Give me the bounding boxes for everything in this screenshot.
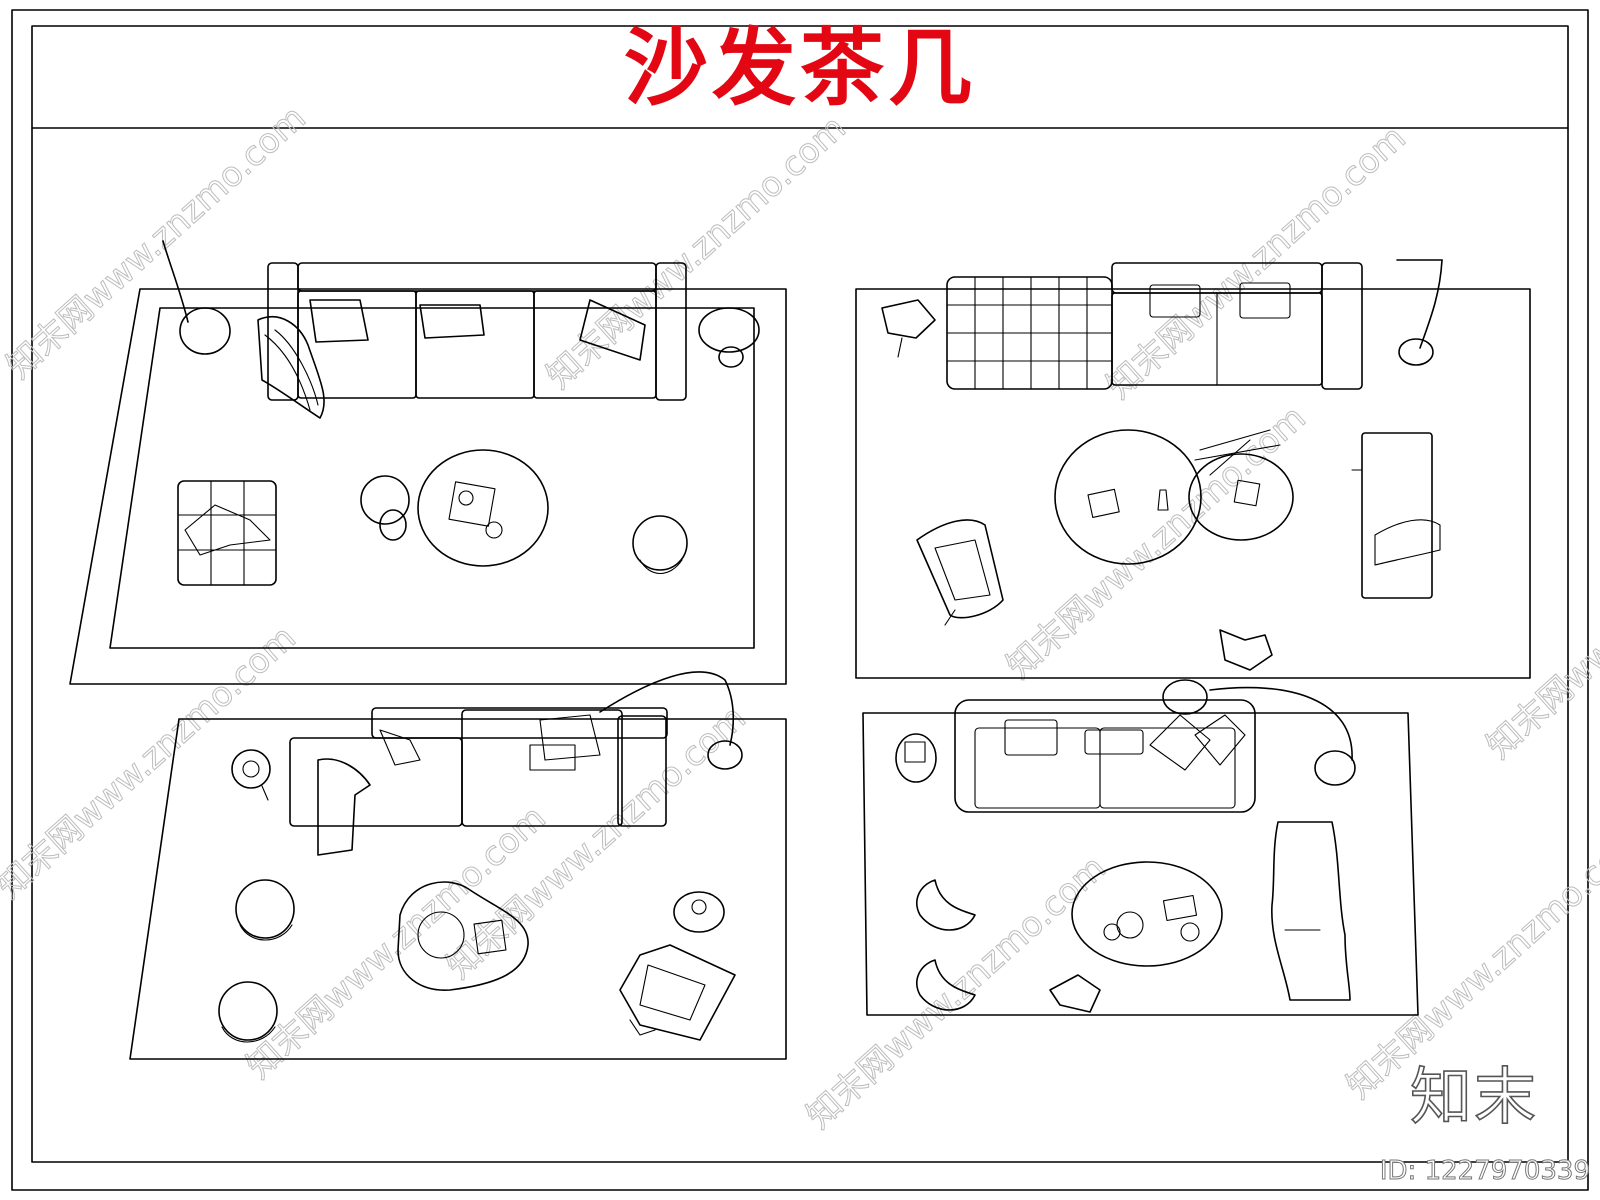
- round-pouf: [632, 515, 688, 571]
- floor-lamp-arm: [599, 671, 735, 746]
- lounge-chair: [916, 959, 976, 1011]
- floor-lamp-base: [1314, 750, 1356, 786]
- tray: [448, 481, 496, 527]
- side-table: [895, 733, 937, 783]
- bench: [1351, 432, 1441, 599]
- watermark-text: 知末网www.znzmo.com: [799, 848, 1113, 1137]
- curved-sofa: [954, 699, 1256, 813]
- lounge-armchair: [916, 519, 1004, 626]
- layout-bottom-left: [129, 671, 787, 1060]
- throw-blanket: [317, 758, 371, 856]
- watermark-text: 知末网www.znzmo.com: [1479, 478, 1600, 767]
- layout-bottom-right: [862, 679, 1419, 1016]
- rug: [862, 712, 1419, 1016]
- rug: [855, 288, 1531, 679]
- layout-top-right: [855, 259, 1531, 679]
- lounge-chair: [916, 879, 976, 931]
- brand-watermark: 知末: [1409, 1059, 1538, 1134]
- floor-lamp-arm: [1209, 686, 1353, 761]
- floor-lamp-shade: [1162, 679, 1208, 715]
- live-edge-table: [1271, 821, 1351, 1001]
- rug: [129, 718, 787, 1060]
- rug-outer: [69, 288, 787, 685]
- three-seat-sofa: [257, 262, 687, 419]
- open-book: [1049, 974, 1101, 1013]
- layout-top-left: [69, 240, 787, 685]
- floor-lamp-base: [707, 740, 743, 770]
- open-book: [1219, 629, 1273, 671]
- floor-lamp-arm: [162, 240, 189, 323]
- floor-lamp-base: [1398, 338, 1434, 366]
- side-table: [231, 749, 271, 789]
- sectional-sofa: [289, 707, 668, 856]
- tufted-ottoman: [177, 480, 277, 586]
- side-table: [673, 891, 725, 933]
- round-coffee-table: [417, 449, 549, 567]
- side-table: [881, 299, 936, 339]
- watermark-text: 知末网www.znzmo.com: [0, 98, 314, 387]
- small-round-table: [360, 475, 410, 525]
- outer-border: [11, 9, 1589, 1191]
- small-round-coffee-table: [1188, 453, 1294, 541]
- watermark-text: 知末网www.znzmo.com: [999, 398, 1313, 687]
- watermark-text: 知末网www.znzmo.com: [539, 108, 853, 397]
- image-id: ID: 1227970339: [1379, 1156, 1590, 1187]
- floor-lamp-base: [179, 307, 231, 355]
- rug-inner: [109, 307, 755, 649]
- armchair: [619, 944, 736, 1041]
- inner-border: [31, 25, 1569, 1163]
- page-title: 沙发茶几: [623, 18, 976, 117]
- round-pouf: [235, 879, 295, 939]
- oval-coffee-table: [1071, 861, 1223, 967]
- watermark-layer: 知末网www.znzmo.com 知末网www.znzmo.com 知末网www…: [0, 97, 1600, 1137]
- side-table: [698, 307, 760, 353]
- plant-branch: [1194, 429, 1281, 476]
- large-round-coffee-table: [1054, 429, 1202, 565]
- sectional-sofa: [946, 262, 1363, 390]
- round-pouf: [218, 981, 278, 1041]
- organic-coffee-table: [397, 881, 529, 991]
- watermark-text: 知末网www.znzmo.com: [0, 618, 304, 907]
